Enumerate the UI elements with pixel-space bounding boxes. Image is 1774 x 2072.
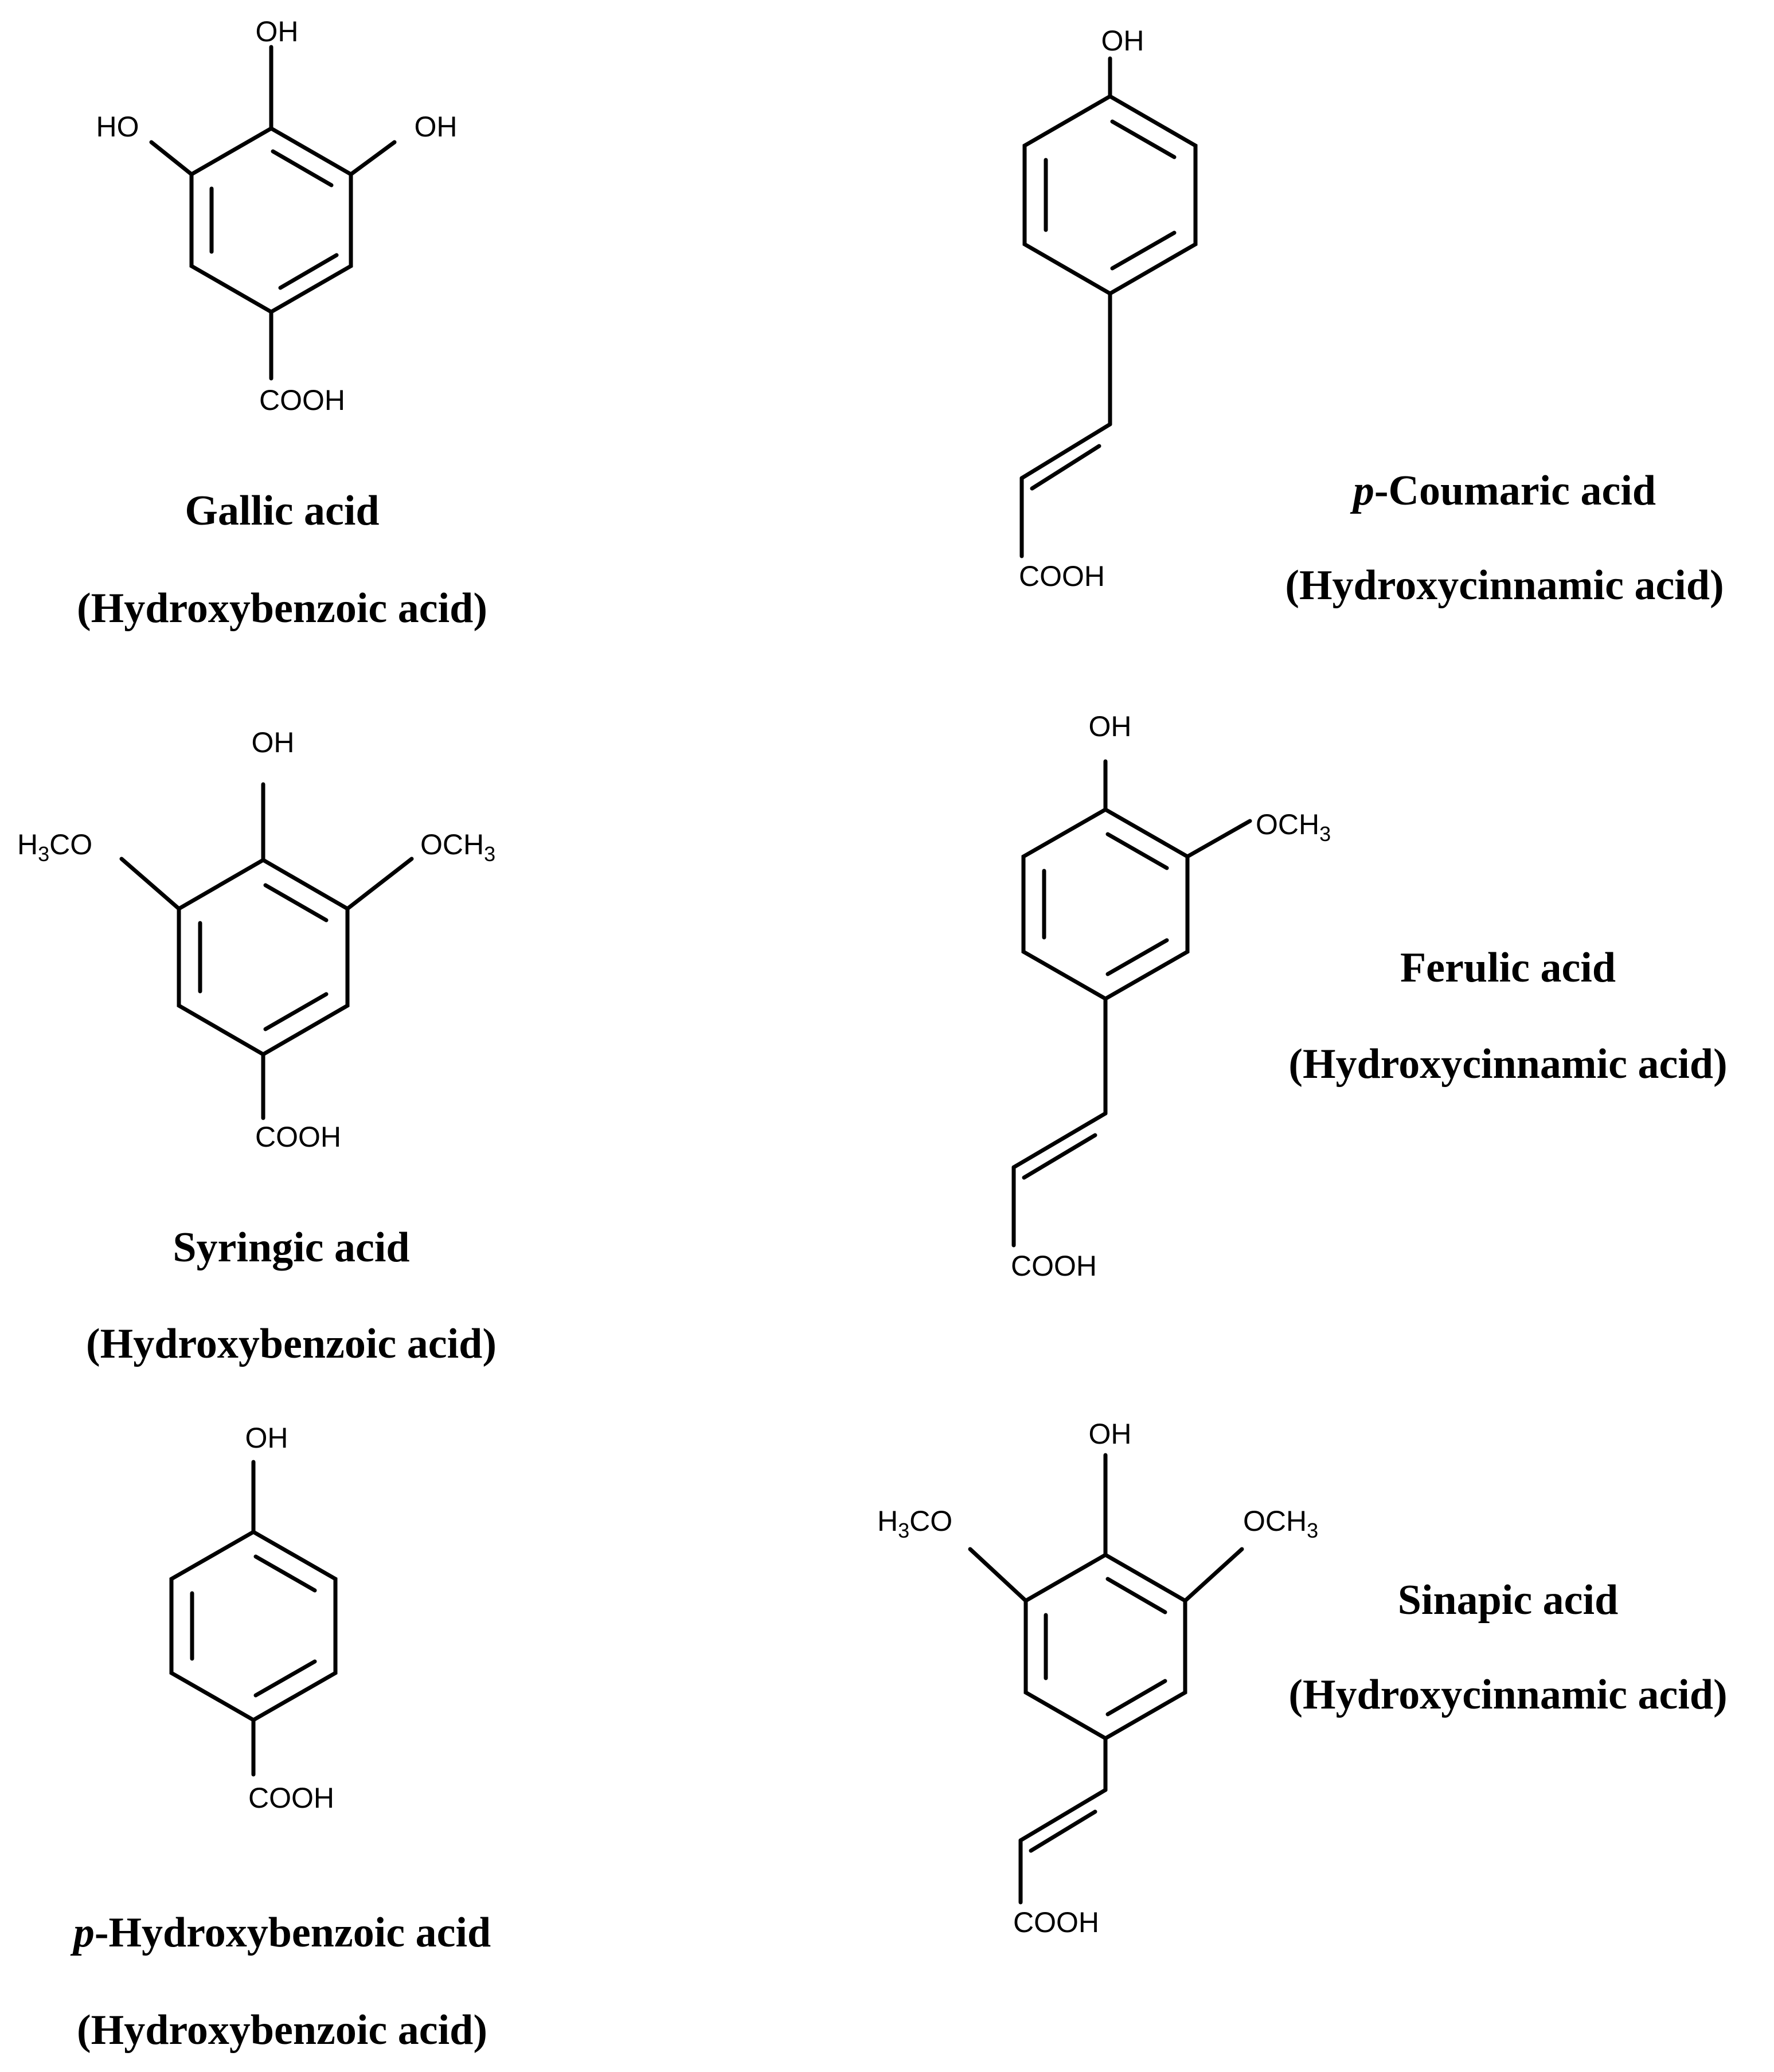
ferulic-acid-class: (Hydroxycinnamic acid) bbox=[1288, 1041, 1727, 1088]
syringic-right-bond bbox=[345, 857, 414, 911]
gallic-cooh-label: COOH bbox=[259, 384, 345, 416]
sinapic-double-bond bbox=[1018, 1788, 1108, 1843]
ferulic-cooh-label: COOH bbox=[1011, 1250, 1097, 1282]
ferulic-inner-bond bbox=[1105, 832, 1169, 870]
sinapic-cooh-label: COOH bbox=[1013, 1906, 1099, 1938]
gallic-acid-structure: OH HO OH COOH bbox=[96, 15, 458, 416]
ferulic-ring bbox=[1021, 807, 1190, 1002]
p-hydroxybenzoic-acid-name: p-Hydroxybenzoic acid bbox=[70, 1909, 491, 1956]
sinapic-acid-structure: OH H3CO OCH3 COOH bbox=[877, 1418, 1318, 1938]
gallic-oh2-bond bbox=[349, 140, 397, 177]
sinapic-oh-label: OH bbox=[1089, 1418, 1132, 1450]
p-hydroxybenzoic-prefix: p bbox=[70, 1909, 95, 1956]
sinapic-h3co-label: H3CO bbox=[877, 1505, 952, 1542]
gallic-oh2-label: OH bbox=[415, 111, 458, 143]
coumaric-cooh-label: COOH bbox=[1019, 560, 1105, 592]
coumaric-inner-bond bbox=[1110, 230, 1177, 271]
coumaric-double-bond bbox=[1030, 444, 1101, 491]
syringic-h3co-label: H3CO bbox=[17, 828, 92, 866]
ferulic-double-bond bbox=[1011, 1111, 1108, 1170]
p-coumaric-acid-name: p-Coumaric acid bbox=[1350, 467, 1656, 514]
ferulic-acid-name: Ferulic acid bbox=[1400, 944, 1616, 991]
sinapic-left-bond bbox=[968, 1547, 1028, 1603]
hydroxybenzoic-inner-bond bbox=[253, 1659, 317, 1698]
hydroxybenzoic-ring bbox=[169, 1529, 338, 1723]
hydroxybenzoic-inner-bond bbox=[253, 1554, 317, 1593]
p-coumaric-acid-structure: OH COOH bbox=[1019, 25, 1198, 592]
ferulic-oh-label: OH bbox=[1089, 710, 1132, 742]
gallic-ho-bond bbox=[149, 140, 194, 177]
syringic-och3-label: OCH3 bbox=[420, 828, 495, 866]
gallic-inner-bond bbox=[271, 149, 334, 187]
syringic-oh-label: OH bbox=[252, 726, 295, 759]
ferulic-methoxy-bond bbox=[1185, 819, 1252, 859]
p-coumaric-prefix: p bbox=[1350, 467, 1374, 514]
syringic-ring bbox=[177, 857, 350, 1057]
sinapic-inner-bond bbox=[1105, 1577, 1167, 1614]
p-coumaric-name-rest: -Coumaric acid bbox=[1374, 467, 1656, 514]
gallic-acid-name: Gallic acid bbox=[185, 487, 379, 534]
syringic-acid-name: Syringic acid bbox=[173, 1224, 409, 1271]
hydroxybenzoic-oh-label: OH bbox=[245, 1422, 288, 1454]
syringic-inner-bond bbox=[263, 883, 329, 922]
syringic-left-bond bbox=[119, 857, 181, 911]
syringic-cooh-label: COOH bbox=[255, 1121, 341, 1153]
sinapic-acid-class: (Hydroxycinnamic acid) bbox=[1288, 1671, 1727, 1718]
ferulic-acid-structure: OH OCH3 COOH bbox=[1011, 710, 1331, 1282]
sinapic-och3-label: OCH3 bbox=[1243, 1505, 1318, 1542]
sinapic-inner-bond bbox=[1105, 1679, 1167, 1717]
sinapic-right-bond bbox=[1183, 1547, 1244, 1603]
gallic-inner-bond bbox=[278, 253, 339, 290]
syringic-acid-structure: OH H3CO OCH3 COOH bbox=[17, 726, 495, 1153]
sinapic-double-bond bbox=[1029, 1809, 1097, 1853]
p-hydroxybenzoic-acid-class: (Hydroxybenzoic acid) bbox=[77, 2007, 487, 2054]
gallic-oh-label: OH bbox=[256, 15, 299, 48]
syringic-acid-class: (Hydroxybenzoic acid) bbox=[86, 1320, 497, 1367]
p-hydroxybenzoic-acid-structure: OH COOH bbox=[169, 1422, 338, 1814]
gallic-acid-class: (Hydroxybenzoic acid) bbox=[77, 585, 487, 632]
p-coumaric-acid-class: (Hydroxycinnamic acid) bbox=[1285, 562, 1724, 609]
ferulic-inner-bond bbox=[1105, 938, 1169, 976]
sinapic-ring bbox=[1023, 1552, 1187, 1741]
coumaric-ring bbox=[1022, 93, 1198, 296]
coumaric-double-bond bbox=[1019, 422, 1112, 480]
ferulic-och3-label: OCH3 bbox=[1256, 808, 1331, 846]
hydroxybenzoic-cooh-label: COOH bbox=[248, 1782, 334, 1814]
gallic-ho-label: HO bbox=[96, 111, 139, 143]
p-hydroxybenzoic-name-rest: -Hydroxybenzoic acid bbox=[95, 1909, 491, 1956]
coumaric-inner-bond bbox=[1110, 119, 1177, 159]
ferulic-double-bond bbox=[1022, 1133, 1097, 1180]
sinapic-acid-name: Sinapic acid bbox=[1398, 1577, 1619, 1624]
syringic-inner-bond bbox=[263, 992, 329, 1031]
coumaric-oh-label: OH bbox=[1101, 25, 1144, 57]
gallic-ring bbox=[189, 126, 353, 315]
